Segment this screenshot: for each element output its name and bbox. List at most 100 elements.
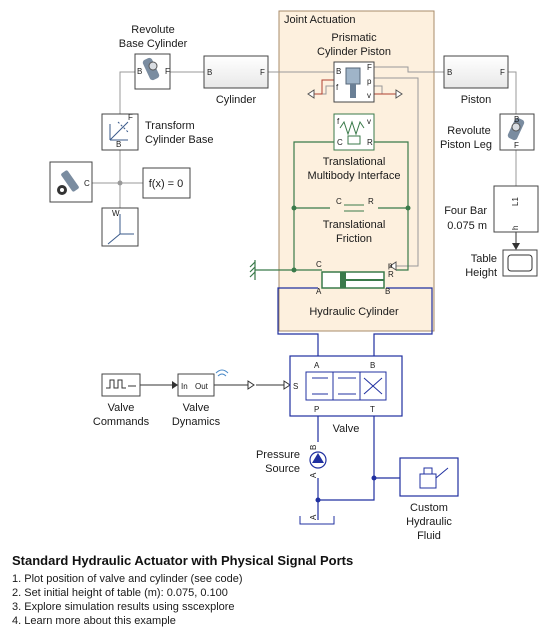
port-r: R	[368, 197, 374, 206]
mechanical-ground[interactable]	[249, 260, 256, 280]
prismatic-label-line2: Cylinder Piston	[317, 46, 391, 58]
port-b: B	[385, 287, 390, 296]
port-c: C	[84, 179, 90, 188]
port-b: B	[447, 68, 452, 77]
port-f: F	[260, 68, 265, 77]
port-c: C	[316, 260, 322, 269]
custom-hydraulic-fluid-block[interactable]: Custom Hydraulic Fluid	[399, 457, 459, 542]
port-a: A	[309, 472, 318, 478]
port-f: F	[367, 63, 372, 72]
valve-block[interactable]: A B P T S Valve	[289, 355, 403, 435]
fx-equals-zero-block[interactable]: f(x) = 0	[142, 167, 191, 199]
transform-frame-icon	[109, 121, 129, 141]
port-b: B	[514, 115, 519, 124]
table-height-label-line2: Height	[465, 267, 497, 279]
hydraulic-cylinder-block[interactable]: C p R A B Hydraulic Cylinder	[309, 260, 399, 318]
revolute-leg-label-line2: Piston Leg	[440, 139, 492, 151]
cylinder-block[interactable]: B F Cylinder	[203, 55, 269, 106]
port-out: Out	[195, 382, 209, 391]
valve-label: Valve	[333, 423, 360, 435]
world-frame-block[interactable]: W	[101, 207, 139, 247]
valve-commands-block[interactable]: Valve Commands	[93, 373, 150, 428]
gear-icon	[57, 185, 67, 195]
translational-multibody-interface-block[interactable]: f v C R Translational Multibody Interfac…	[308, 113, 401, 182]
transform-label-line2: Cylinder Base	[145, 134, 213, 146]
port-v: v	[367, 117, 371, 126]
four-bar-block[interactable]: L1 h Four Bar 0.075 m	[444, 185, 539, 233]
prismatic-cylinder-piston-block[interactable]: B F p v f Prismatic Cylinder Piston	[317, 32, 391, 103]
step-learn-more-link[interactable]: 4. Learn more about this example	[12, 615, 176, 627]
port-b: B	[309, 445, 318, 450]
port-r: R	[388, 270, 394, 279]
solver-configuration-block[interactable]: C	[49, 161, 93, 203]
transform-cylinder-base-block[interactable]: B F Transform Cylinder Base	[101, 113, 213, 151]
directional-valve-icon	[305, 371, 387, 401]
revolute-piston-leg-block[interactable]: B F Revolute Piston Leg	[440, 113, 535, 151]
port-t: T	[370, 405, 375, 414]
port-in: In	[181, 382, 188, 391]
mechanical-connections	[255, 141, 411, 273]
link-arm-icon	[61, 170, 79, 192]
table-height-scope-block[interactable]: Table Height	[465, 249, 538, 279]
port-b: B	[336, 67, 341, 76]
port-f: F	[500, 68, 505, 77]
hydraulic-cylinder-label: Hydraulic Cylinder	[309, 306, 399, 318]
piston-label: Piston	[461, 94, 492, 106]
model-description: Standard Hydraulic Actuator with Physica…	[12, 553, 552, 628]
oil-can-icon	[419, 467, 449, 489]
port-l1: L1	[511, 197, 520, 206]
valve-dynamics-block[interactable]: In Out Valve Dynamics	[172, 369, 229, 428]
four-bar-value: 0.075 m	[447, 220, 487, 232]
hydraulic-reservoir-block[interactable]: A	[299, 514, 335, 525]
fluid-label-line3: Fluid	[417, 530, 441, 542]
port-p: P	[314, 405, 319, 414]
port-b: B	[116, 140, 121, 149]
piston-block[interactable]: B F Piston	[443, 55, 509, 106]
model-title: Standard Hydraulic Actuator with Physica…	[12, 553, 354, 568]
revolute-joint-icon	[507, 117, 525, 141]
world-frame-icon	[107, 214, 134, 245]
scope-display-icon	[507, 254, 533, 272]
revolute-base-cylinder-block[interactable]: B F Revolute Base Cylinder	[119, 24, 188, 90]
port-c: C	[337, 138, 343, 147]
port-h: h	[511, 226, 520, 230]
step-plot-link[interactable]: 1. Plot position of valve and cylinder (…	[12, 573, 243, 585]
port-c: C	[336, 197, 342, 206]
step-set-height-link[interactable]: 2. Set initial height of table (m): 0.07…	[12, 587, 228, 599]
port-a: A	[316, 287, 322, 296]
signal-connections	[140, 232, 520, 390]
fluid-label-line2: Hydraulic	[406, 516, 452, 528]
friction-icon	[344, 204, 364, 212]
port-w: W	[112, 209, 120, 218]
port-a: A	[314, 361, 320, 370]
interface-label-line1: Translational	[323, 156, 386, 168]
port-f: F	[128, 113, 133, 122]
valve-dynamics-label-line1: Valve	[183, 402, 210, 414]
pressure-source-label-line2: Source	[265, 463, 300, 475]
port-p: p	[388, 261, 393, 270]
four-bar-label: Four Bar	[444, 205, 487, 217]
step-explore-link[interactable]: 3. Explore simulation results using ssce…	[12, 601, 235, 613]
signal-builder-icon	[106, 379, 136, 389]
pressure-source-block[interactable]: B A Pressure Source	[256, 445, 327, 478]
physical-signal-lines	[290, 79, 403, 386]
port-s: S	[293, 382, 298, 391]
fx-label: f(x) = 0	[149, 178, 184, 190]
cylinder-label: Cylinder	[216, 94, 257, 106]
port-f: F	[165, 67, 170, 76]
wireless-icon	[215, 369, 229, 377]
prismatic-joint-icon	[345, 67, 361, 98]
fluid-label-line1: Custom	[410, 502, 448, 514]
port-f-lower: f	[336, 83, 339, 92]
transform-label-line1: Transform	[145, 120, 195, 132]
spring-damper-icon	[339, 120, 365, 145]
friction-label-line1: Translational	[323, 219, 386, 231]
friction-label-line2: Friction	[336, 233, 372, 245]
port-v: v	[367, 91, 371, 100]
translational-friction-block[interactable]: C R Translational Friction	[323, 197, 386, 245]
port-p: p	[367, 77, 372, 86]
interface-label-line2: Multibody Interface	[308, 170, 401, 182]
revolute-leg-label-line1: Revolute	[447, 125, 490, 137]
model-diagram: Joint Actuation	[49, 10, 539, 542]
revolute-base-label-line2: Base Cylinder	[119, 38, 188, 50]
